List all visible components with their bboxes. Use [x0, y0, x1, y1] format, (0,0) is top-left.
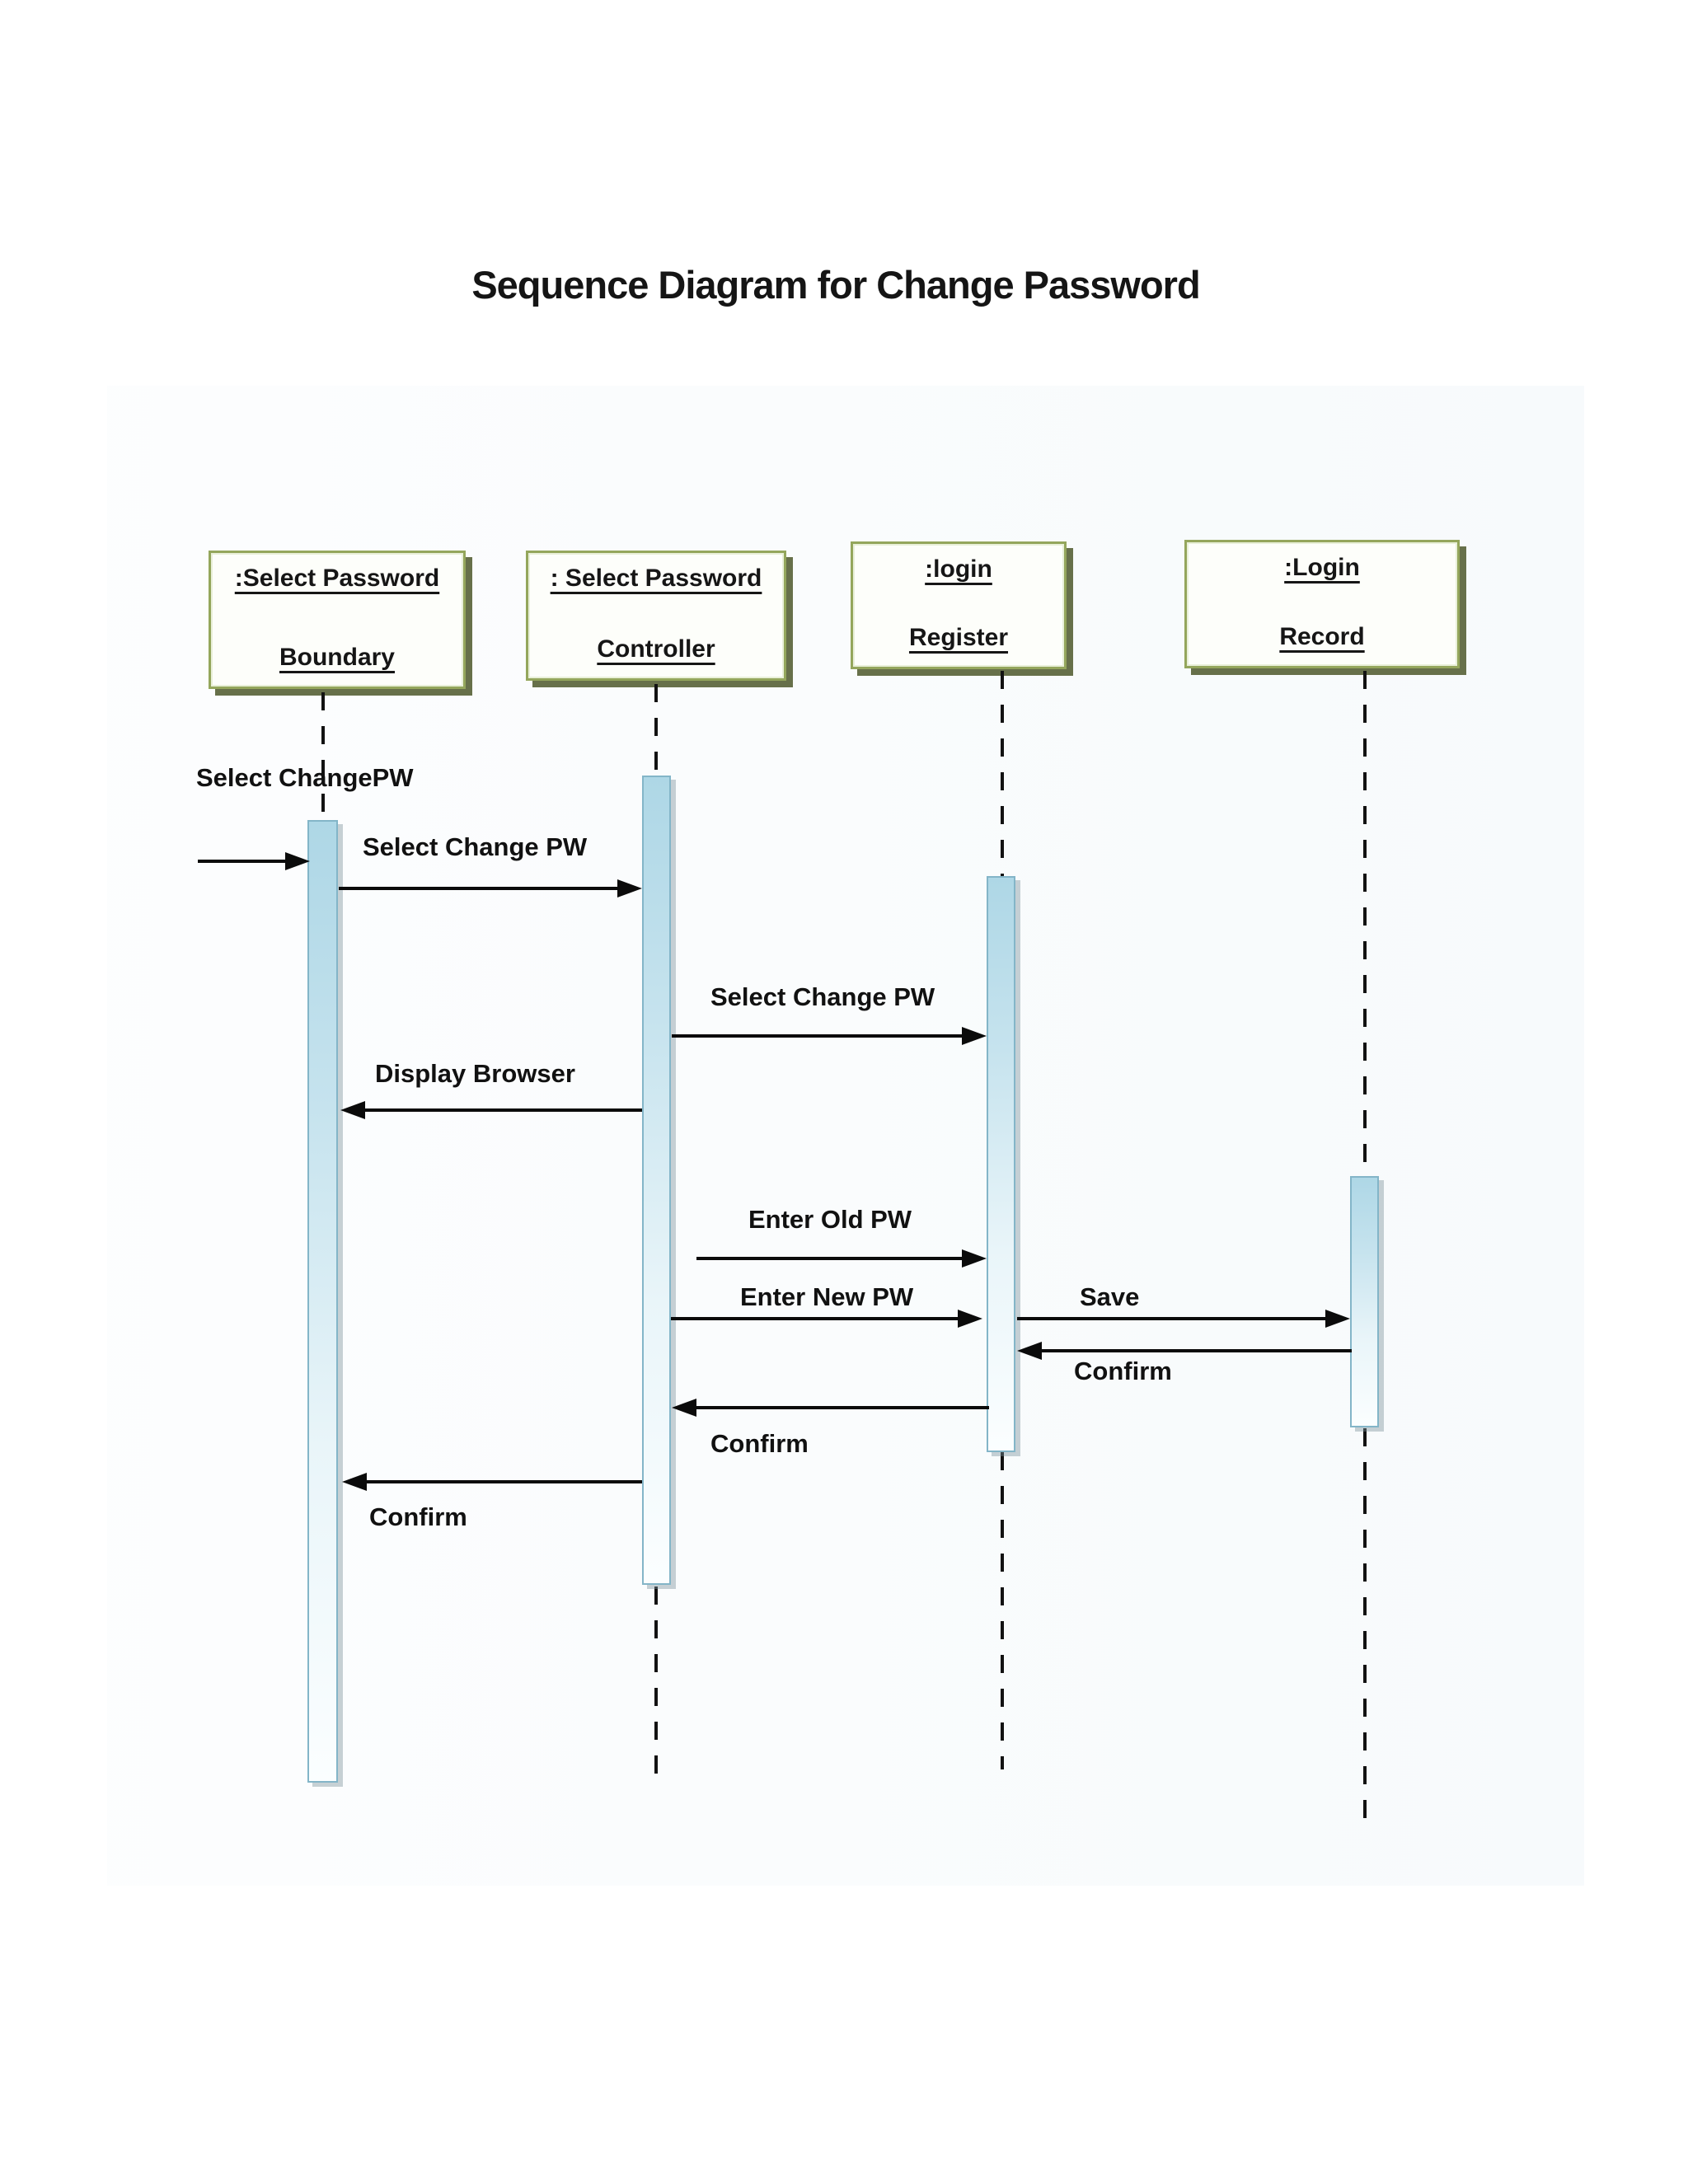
message-label-display-browser: Display Browser — [375, 1059, 575, 1088]
activation-bar-login-register — [987, 876, 1015, 1452]
message-label-enter-new-pw: Enter New PW — [740, 1282, 914, 1311]
actor-box-login-record: :Login Record — [1184, 540, 1460, 668]
activation-bar-login-record — [1350, 1176, 1379, 1427]
lifeline-boundary-upper — [321, 692, 325, 823]
message-label-select-changepw: Select ChangePW — [196, 763, 414, 792]
activation-bar-boundary — [307, 820, 338, 1783]
lifeline-login-register-lower — [1001, 1452, 1004, 1769]
lifeline-controller-upper — [654, 684, 658, 776]
actor-name-line2: Register — [908, 624, 1009, 651]
actor-box-select-password-boundary: :Select Password Boundary — [209, 551, 466, 689]
actor-name-line1: : Select Password — [550, 565, 762, 592]
message-line — [1017, 1317, 1327, 1320]
message-line — [339, 887, 619, 890]
arrowhead-right-icon — [958, 1310, 982, 1328]
actor-name-line1: :login — [925, 555, 992, 583]
lifeline-controller-lower — [654, 1586, 658, 1780]
actor-name-line2: Controller — [597, 635, 715, 663]
actor-name-line2: Boundary — [279, 644, 395, 671]
arrowhead-left-icon — [672, 1399, 696, 1417]
message-label-confirm-record: Confirm — [1074, 1357, 1172, 1385]
actor-name-line2: Record — [1279, 623, 1365, 650]
arrowhead-right-icon — [1325, 1310, 1350, 1328]
message-line — [365, 1480, 642, 1483]
arrowhead-right-icon — [962, 1027, 987, 1045]
actor-name-line1: :Login — [1284, 554, 1360, 581]
message-line — [198, 860, 287, 863]
actor-name-line1: :Select Password — [234, 565, 440, 592]
message-line — [1040, 1349, 1352, 1352]
actor-box-login-register: :login Register — [851, 541, 1067, 669]
message-line — [695, 1406, 989, 1409]
diagram-title: Sequence Diagram for Change Password — [471, 263, 1200, 307]
arrowhead-left-icon — [340, 1101, 365, 1119]
message-line — [363, 1108, 642, 1112]
arrowhead-right-icon — [617, 879, 642, 898]
message-label-confirm-register: Confirm — [710, 1429, 809, 1458]
message-line — [696, 1257, 964, 1260]
message-line — [671, 1317, 959, 1320]
lifeline-login-record-lower — [1363, 1428, 1367, 1834]
lifeline-login-register-upper — [1001, 671, 1004, 877]
message-label-select-change-pw-2: Select Change PW — [710, 982, 935, 1011]
message-label-confirm-controller: Confirm — [369, 1502, 467, 1531]
actor-box-select-password-controller: : Select Password Controller — [526, 551, 786, 681]
message-line — [672, 1034, 964, 1038]
message-label-enter-old-pw: Enter Old PW — [748, 1205, 912, 1234]
lifeline-login-record-upper — [1363, 671, 1367, 1177]
message-label-select-change-pw: Select Change PW — [363, 832, 588, 861]
arrowhead-right-icon — [285, 852, 310, 870]
arrowhead-right-icon — [962, 1249, 987, 1268]
arrowhead-left-icon — [342, 1473, 367, 1491]
message-label-save: Save — [1080, 1282, 1140, 1311]
activation-bar-controller — [642, 776, 671, 1585]
arrowhead-left-icon — [1017, 1342, 1042, 1360]
